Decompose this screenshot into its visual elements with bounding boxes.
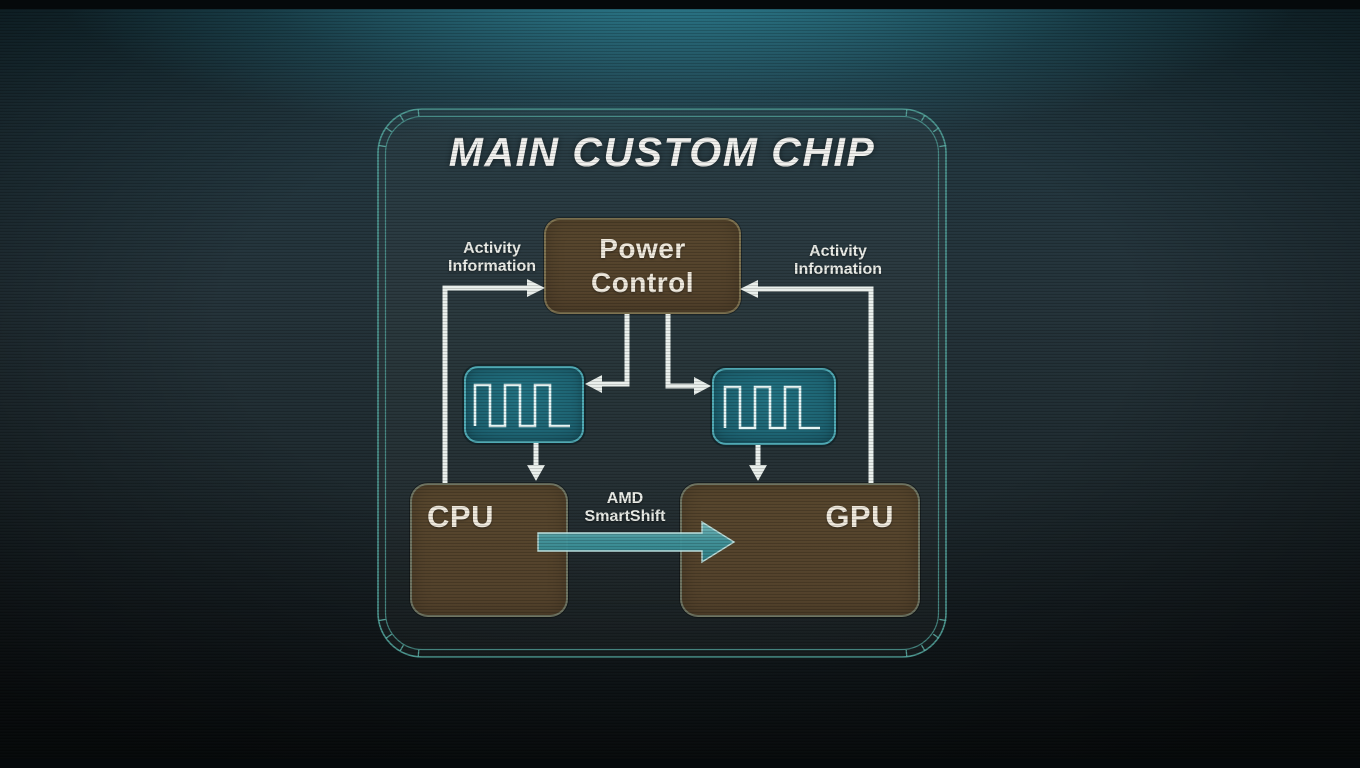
gpu-clock-node [712, 368, 836, 445]
power-to-gpu-clock-arrow [665, 314, 695, 389]
letterbox-bar-top [0, 0, 1360, 9]
activity-information-label-left: Activity Information [448, 240, 536, 275]
power-to-cpu-clock-arrow [601, 314, 630, 387]
gpu-label: GPU [825, 499, 894, 534]
activity-information-label-right: Activity Information [794, 243, 882, 278]
power-control-label: Power Control [590, 233, 695, 298]
clock-signal-icon [473, 383, 570, 427]
gpu-node: GPU [680, 483, 920, 617]
cpu-label: CPU [427, 499, 494, 534]
power-control-node: Power Control [544, 218, 741, 314]
cpu-clock-node [464, 366, 584, 443]
clock-signal-icon [723, 385, 820, 429]
amd-smartshift-label: AMD SmartShift [584, 490, 666, 525]
cpu-node: CPU [410, 483, 568, 617]
diagram-title: MAIN CUSTOM CHIP [448, 129, 876, 175]
letterbox-bar-bottom [0, 759, 1360, 768]
